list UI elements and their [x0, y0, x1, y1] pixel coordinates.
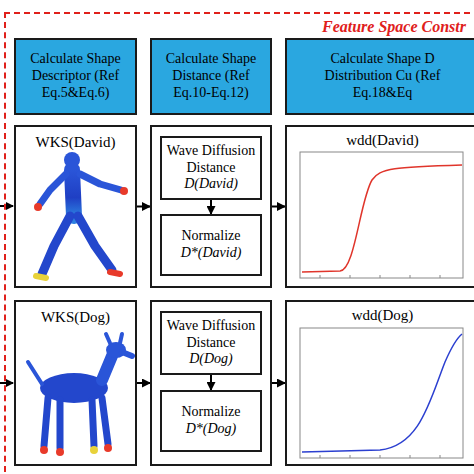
- box-label: Wave Diffusion Distance: [165, 318, 257, 352]
- region-title: Feature Space Constr: [322, 17, 466, 36]
- box-label: Normalize: [181, 404, 240, 421]
- flow-arrow: [210, 200, 212, 214]
- process-box: Wave Diffusion DistanceD(David): [160, 136, 262, 200]
- box-label: D(Dog): [189, 351, 233, 368]
- step-header: Calculate Shape Descriptor (Ref Eq.5&Eq.…: [14, 38, 137, 115]
- chart-title: wdd(Dog): [287, 306, 474, 324]
- chart-box: wdd(Dog): [285, 300, 474, 466]
- stage-box: WKS(Dog): [14, 300, 137, 466]
- box-label: Calculate Shape Descriptor (Ref Eq.5&Eq.…: [18, 51, 133, 101]
- process-box: NormalizeD*(Dog): [160, 390, 262, 452]
- step-header: Calculate Shape D Distribution Cu (Ref E…: [285, 38, 474, 115]
- box-label: WKS(David): [16, 133, 135, 151]
- process-box: Wave Diffusion DistanceD(Dog): [160, 311, 262, 375]
- box-label: D*(Dog): [186, 421, 237, 438]
- chart-title: wdd(David): [287, 131, 474, 149]
- box-label: D*(David): [181, 245, 242, 262]
- step-header: Calculate Shape Distance (Ref Eq.10-Eq.1…: [150, 38, 272, 115]
- stage-box: Wave Diffusion DistanceD(David) Normalize…: [150, 125, 272, 288]
- process-box: NormalizeD*(David): [160, 214, 262, 276]
- box-label: Wave Diffusion Distance: [165, 143, 257, 177]
- incoming-arrow: [0, 382, 13, 384]
- distribution-chart: [300, 328, 463, 458]
- box-label: Calculate Shape D Distribution Cu (Ref E…: [324, 51, 442, 101]
- flow-arrow: [137, 206, 150, 208]
- chart-box: wdd(David): [285, 125, 474, 288]
- stage-box: Wave Diffusion DistanceD(Dog) NormalizeD*…: [150, 300, 272, 466]
- dog-figure: [28, 334, 132, 456]
- box-label: Calculate Shape Distance (Ref Eq.10-Eq.1…: [154, 51, 268, 101]
- flow-arrow: [137, 382, 150, 384]
- human-figure: [34, 152, 128, 278]
- stage-box: WKS(David): [14, 125, 137, 288]
- box-label: WKS(Dog): [16, 308, 135, 326]
- dashed-region: Feature Space ConstrCalculate Shape Desc…: [4, 12, 474, 474]
- box-label: D(David): [184, 176, 238, 193]
- flow-arrow: [210, 375, 212, 390]
- flow-arrow: [272, 206, 285, 208]
- incoming-arrow: [0, 205, 13, 207]
- box-label: Normalize: [181, 228, 240, 245]
- flow-arrow: [272, 382, 285, 384]
- distribution-chart: [300, 152, 463, 278]
